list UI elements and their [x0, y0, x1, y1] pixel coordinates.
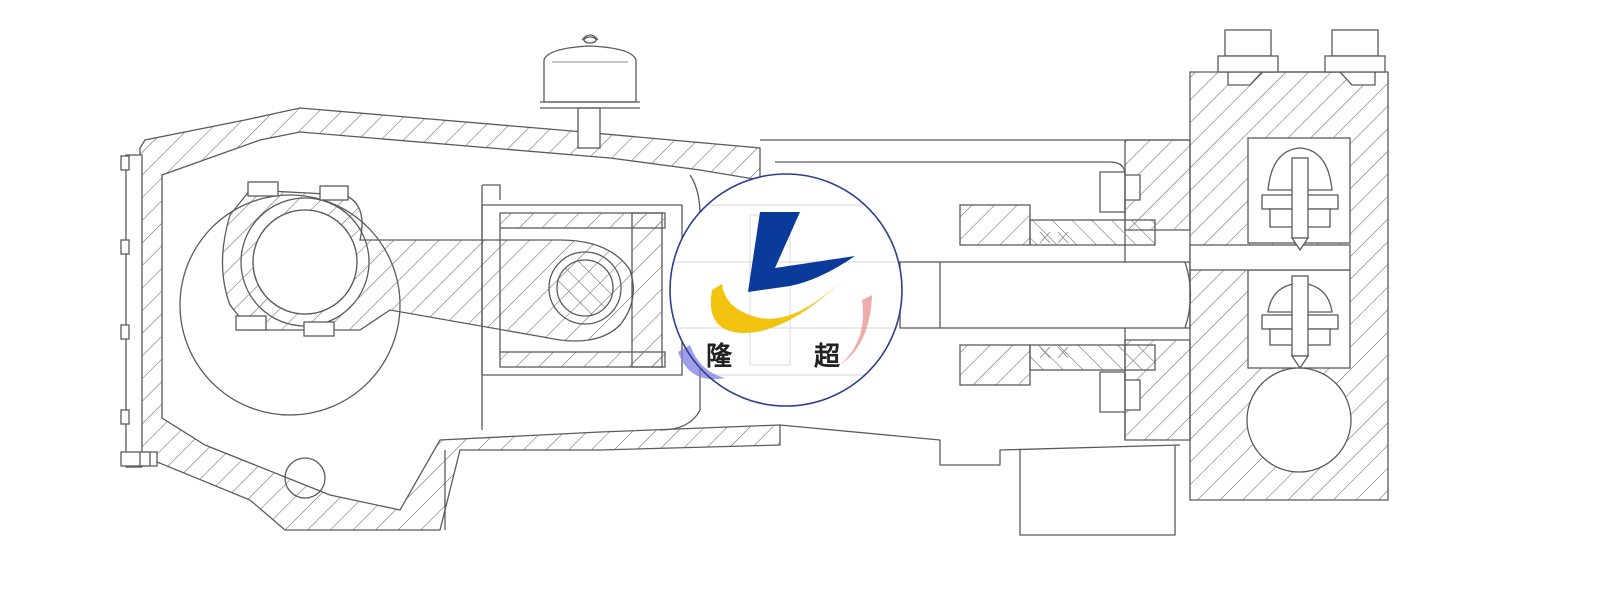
- company-logo: 隆 超: [669, 173, 903, 407]
- drain-hole: [284, 457, 326, 499]
- breather-cap: [540, 34, 640, 149]
- pump-head: [1189, 29, 1389, 501]
- flange-bolts: [120, 155, 158, 467]
- suction-valve: [1261, 275, 1339, 370]
- logo-char-left: 隆: [706, 342, 733, 372]
- connecting-rod: [221, 181, 634, 342]
- crosshead: [481, 204, 683, 376]
- discharge-valve: [1261, 147, 1339, 252]
- logo-char-right: 超: [814, 342, 841, 372]
- plunger: [899, 261, 1192, 329]
- packing-gland: [959, 171, 1156, 413]
- crosshead-pin: [548, 251, 622, 325]
